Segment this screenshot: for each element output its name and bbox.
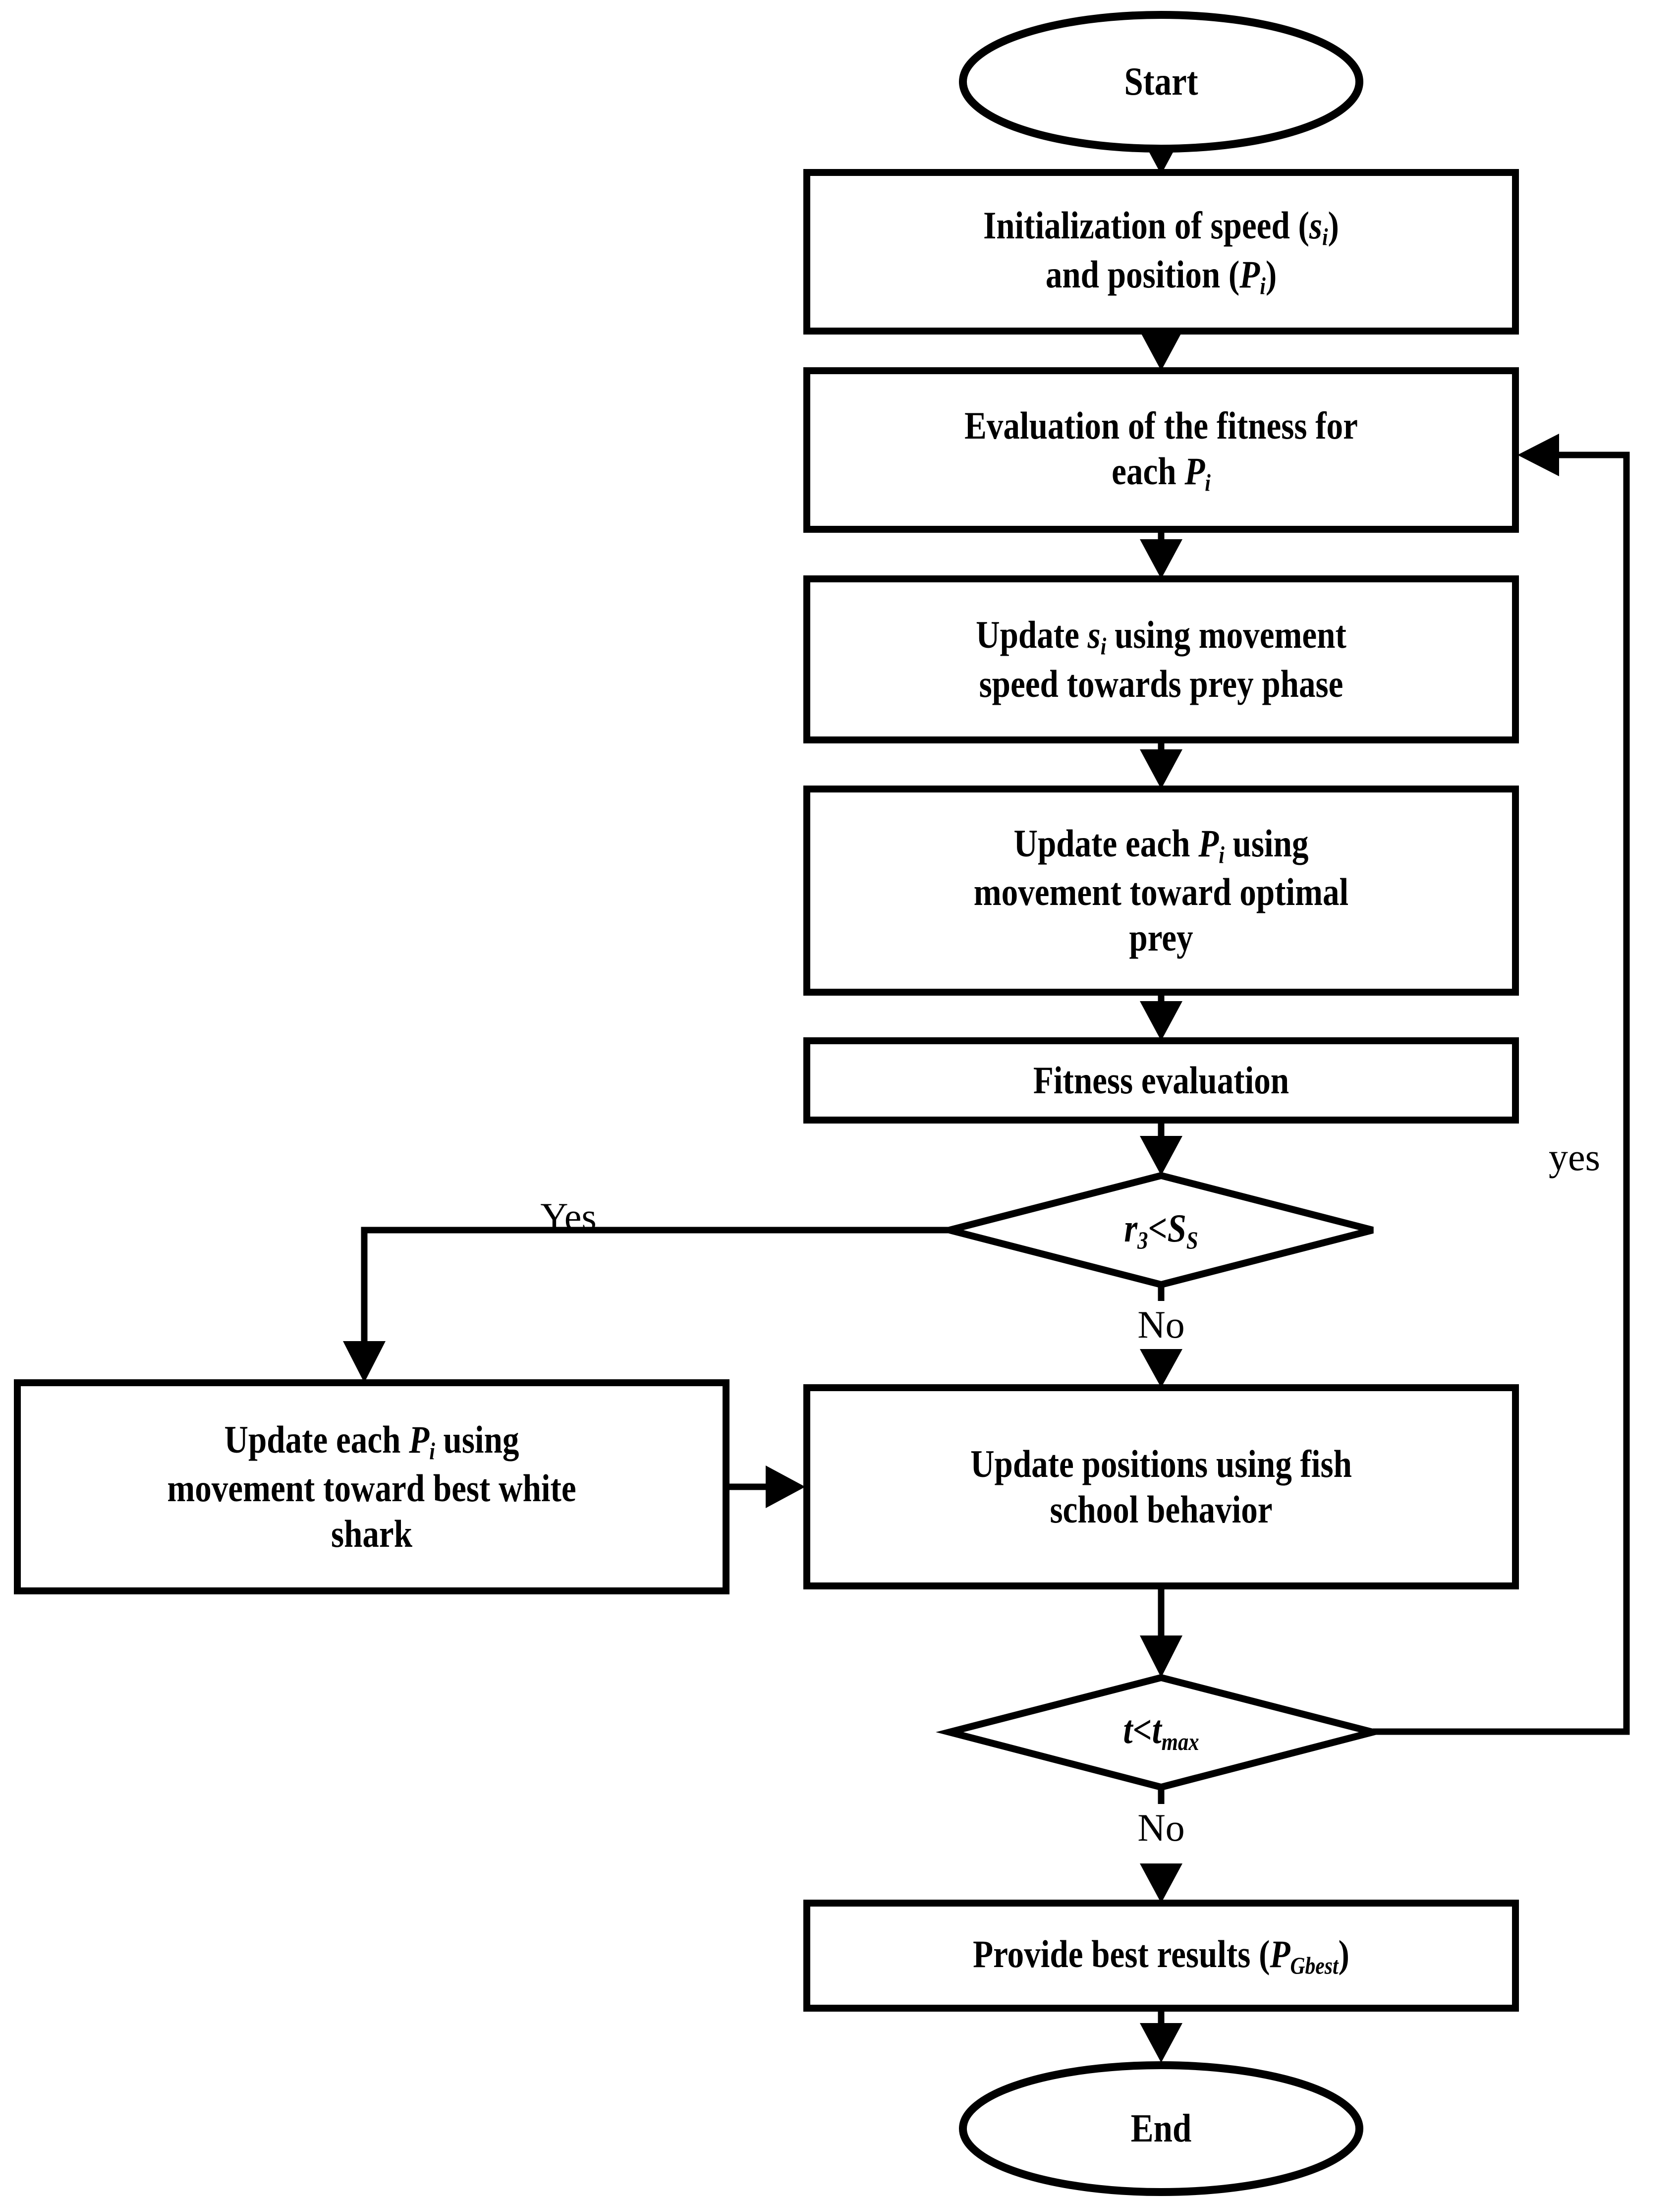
connector-eval-to-updatespeed <box>1140 528 1182 579</box>
connector-decision2-no-to-best <box>1140 1787 1182 1903</box>
connector-init-to-eval <box>1140 330 1182 371</box>
connector-updatepos-to-fitness <box>1140 991 1182 1041</box>
node-shape-init[interactable] <box>803 169 1519 335</box>
node-shape-updatespeed[interactable] <box>803 575 1519 743</box>
node-shape-fitness[interactable] <box>803 1037 1519 1124</box>
connector-best-to-end <box>1140 2008 1182 2063</box>
node-shape-updatepos[interactable] <box>803 786 1519 996</box>
node-shape-best[interactable] <box>803 1900 1519 2012</box>
node-shape-start[interactable] <box>959 11 1363 153</box>
connector-fishschool-to-decision2 <box>1140 1586 1182 1678</box>
connector-fitness-to-decision1 <box>1140 1119 1182 1176</box>
node-shape-eval[interactable] <box>803 367 1519 533</box>
node-shape-updatewhite[interactable] <box>14 1379 729 1594</box>
connector-decision1-no-to-fishschool <box>1140 1285 1182 1388</box>
node-shape-fishschool[interactable] <box>803 1384 1519 1589</box>
connector-decision2-yes-to-eval <box>1373 434 1630 1735</box>
node-shape-decision2[interactable] <box>936 1674 1387 1791</box>
connector-updatewhite-to-fishschool <box>724 1465 805 1508</box>
node-shape-end[interactable] <box>959 2061 1363 2196</box>
connector-decision1-yes-to-updatewhite <box>343 1227 951 1383</box>
node-shape-decision1[interactable] <box>949 1172 1374 1289</box>
connector-updatespeed-to-updatepos <box>1140 738 1182 789</box>
